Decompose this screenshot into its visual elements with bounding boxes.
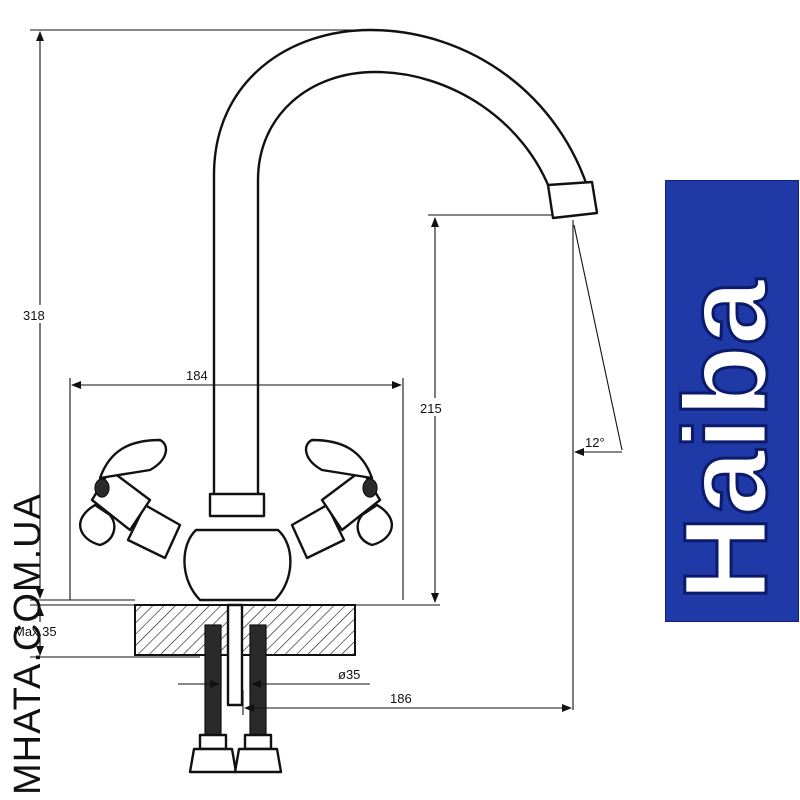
watermark: MHATA.COM.UA: [7, 493, 49, 795]
dimension-spout-height: 215: [355, 214, 552, 606]
brand-logo-panel: Haiba: [659, 180, 799, 622]
brand-logo-text: Haiba: [666, 278, 792, 601]
label-hole-diameter: ø35: [338, 667, 360, 682]
left-handle: [79, 438, 182, 560]
dimension-hole-diameter: ø35: [178, 655, 370, 690]
dimension-spout-reach: 186: [242, 690, 572, 715]
dimension-max-thickness: Max.35: [12, 604, 200, 658]
label-handle-span: 184: [186, 368, 208, 383]
label-spout-height: 215: [420, 401, 442, 416]
dimension-handle-span: 184: [69, 368, 404, 600]
countertop: [134, 604, 356, 656]
right-handle: [290, 438, 393, 560]
dimension-angle: 12°: [572, 220, 623, 710]
watermark-text: MHATA.COM.UA: [7, 493, 49, 795]
label-max-thickness: Max.35: [14, 624, 57, 639]
spout: [212, 28, 599, 497]
label-spout-reach: 186: [390, 691, 412, 706]
faucet-body: [183, 492, 292, 602]
label-height-total: 318: [23, 308, 45, 323]
dimension-height-total: 318: [22, 29, 370, 601]
brand-logo: Haiba: [659, 277, 794, 603]
label-angle: 12°: [585, 435, 605, 450]
